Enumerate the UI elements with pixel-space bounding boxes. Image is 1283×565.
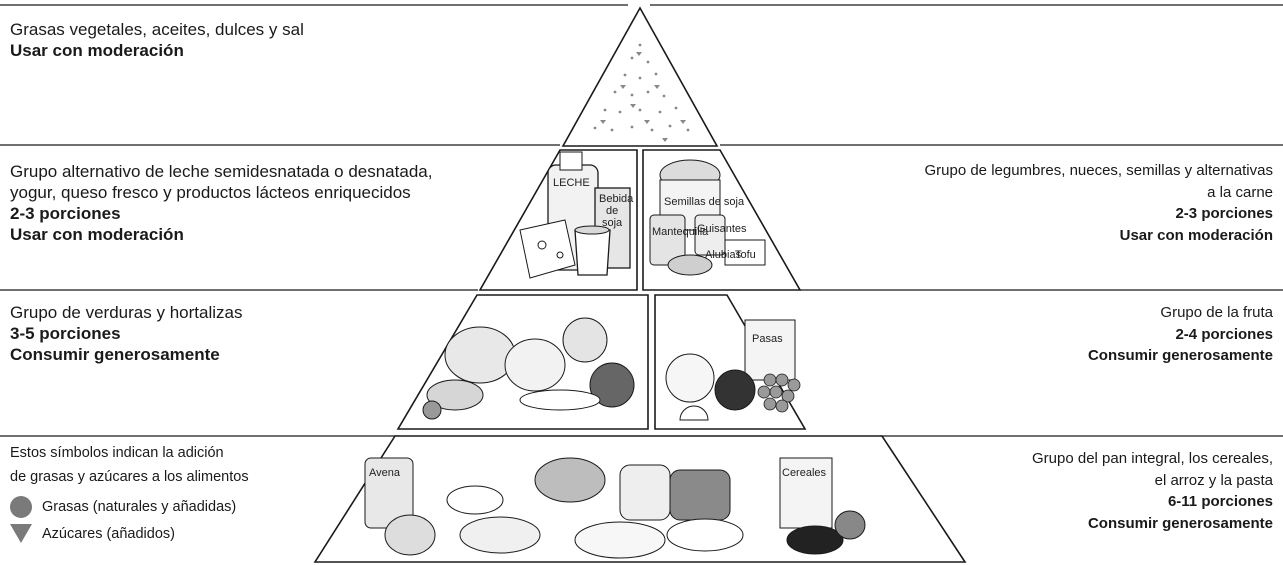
vegetables-portions: 3-5 porciones <box>10 324 121 343</box>
semillas-label: Semillas de soja <box>664 196 745 208</box>
tier-dairy: LECHE Bebida de soja <box>478 149 638 291</box>
bebida-label-2: de <box>606 205 618 217</box>
dairy-title-2: yogur, queso fresco y productos lácteos … <box>10 183 411 202</box>
tier-protein: Semillas de soja Mantequilla Guisantes A… <box>642 149 802 291</box>
legend-fats-row: Grasas (naturales y añadidas) <box>10 493 249 520</box>
grains-text: Grupo del pan integral, los cereales, el… <box>1032 448 1273 534</box>
dairy-portions: 2-3 porciones <box>10 204 121 223</box>
tofu-label: Tofu <box>735 249 756 261</box>
protein-title-1: Grupo de legumbres, nueces, semillas y a… <box>924 162 1273 179</box>
circle-icon <box>10 495 32 518</box>
tier-fruit: Pasas <box>654 294 807 430</box>
alubias-label: Alubias <box>705 249 742 261</box>
symbol-legend: Estos símbolos indican la adición de gra… <box>10 441 249 547</box>
legend-sugars-label: Azúcares (añadidos) <box>42 525 175 542</box>
fruit-text: Grupo de la fruta 2-4 porciones Consumir… <box>1088 302 1273 367</box>
vegetables-text: Grupo de verduras y hortalizas 3-5 porci… <box>10 302 242 365</box>
fruit-advice: Consumir generosamente <box>1087 347 1273 364</box>
dairy-advice: Usar con moderación <box>10 225 184 244</box>
dairy-text: Grupo alternativo de leche semidesnatada… <box>10 161 432 245</box>
bebida-label-1: Bebida <box>599 193 634 205</box>
cereales-label: Cereales <box>782 467 827 479</box>
protein-advice: Usar con moderación <box>1119 226 1273 244</box>
protein-text: Grupo de legumbres, nueces, semillas y a… <box>924 160 1273 246</box>
guisantes-label: Guisantes <box>697 223 747 235</box>
legend-fats-label: Grasas (naturales y añadidas) <box>42 498 237 515</box>
grains-title-1: Grupo del pan integral, los cereales, <box>1032 450 1273 467</box>
top-tier-advice: Usar con moderación <box>10 41 184 60</box>
legend-intro-2: de grasas y azúcares a los alimentos <box>10 469 249 485</box>
avena-label: Avena <box>369 467 401 479</box>
protein-portions: 2-3 porciones <box>1175 205 1273 222</box>
grains-advice: Consumir generosamente <box>1087 514 1273 532</box>
triangle-down-icon <box>10 524 32 543</box>
vegetables-advice: Consumir generosamente <box>10 345 220 364</box>
grains-portions: 6-11 porciones <box>1167 493 1273 510</box>
pasas-label: Pasas <box>752 333 783 345</box>
top-tier-left-text: Grasas vegetales, aceites, dulces y sal … <box>10 19 304 61</box>
legend-intro-1: Estos símbolos indican la adición <box>10 445 224 461</box>
protein-title-2: a la carne <box>1207 183 1273 201</box>
mantequilla-label: Mantequilla <box>652 226 709 238</box>
leche-label: LECHE <box>553 177 590 189</box>
top-tier-title: Grasas vegetales, aceites, dulces y sal <box>10 20 304 39</box>
tier-fats-sweets <box>561 6 719 147</box>
separator-lines <box>0 4 1283 437</box>
tier-vegetables <box>396 294 649 430</box>
bebida-label-3: soja <box>602 217 623 229</box>
fruit-portions: 2-4 porciones <box>1175 325 1273 343</box>
grains-title-2: el arroz y la pasta <box>1154 471 1273 489</box>
tier-grains: Avena Cereales <box>313 435 967 563</box>
legend-sugars-row: Azúcares (añadidos) <box>10 520 249 547</box>
dairy-title-1: Grupo alternativo de leche semidesnatada… <box>10 162 433 181</box>
vegetables-title: Grupo de verduras y hortalizas <box>10 303 243 322</box>
fruit-title: Grupo de la fruta <box>1160 304 1273 321</box>
